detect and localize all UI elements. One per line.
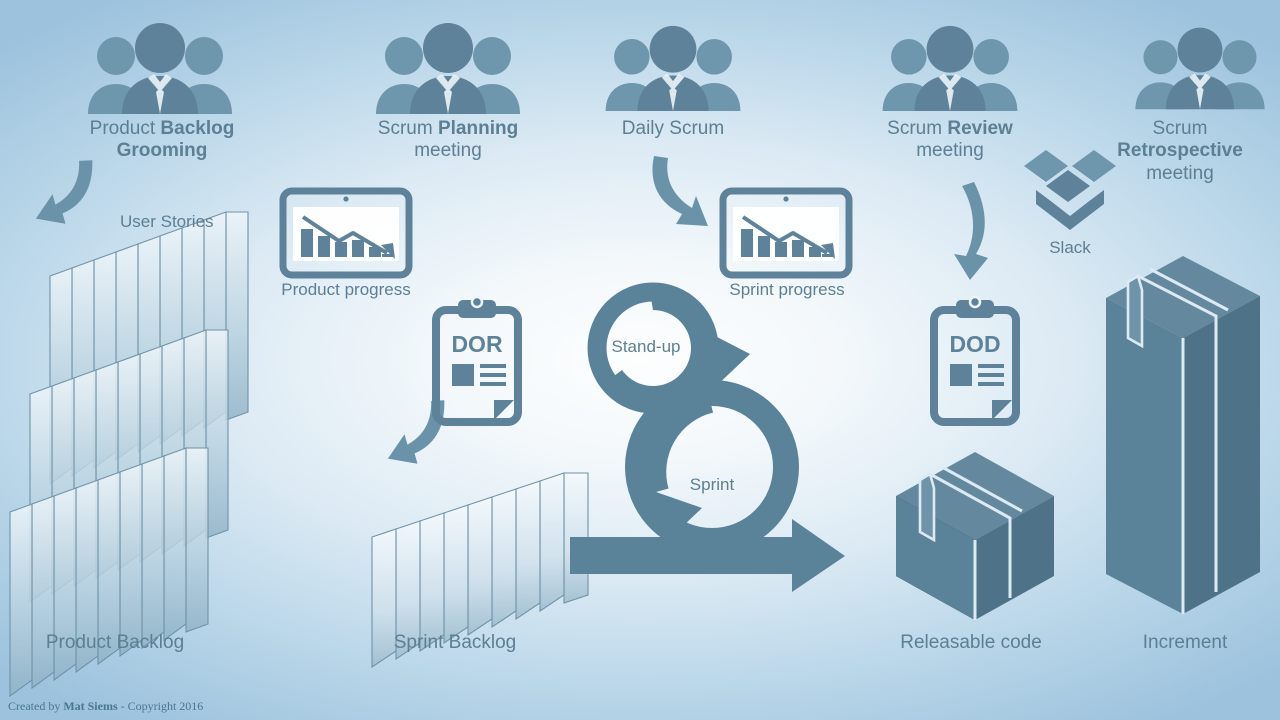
product-backlog-text: Product Backlog: [45, 632, 185, 653]
label-line1-plain: Daily Scrum: [621, 118, 725, 139]
people-group-icon-backlog-grooming: [82, 22, 238, 114]
label-scrum-review: Scrum Review meeting: [830, 118, 1070, 163]
label-line1-plain: Scrum: [887, 118, 948, 139]
releasable-code-text: Releasable code: [900, 632, 1042, 653]
footer-credit: Created by Mat Siems - Copyright 2016: [8, 699, 203, 714]
label-daily-scrum: Daily Scrum: [553, 118, 793, 140]
releasable-code-box-icon: [890, 448, 1060, 624]
label-backlog-grooming: Product Backlog Grooming: [0, 118, 324, 163]
curved-arrow-icon-daily-to-sprint-progress: [642, 150, 724, 246]
product-progress-chart-icon: [279, 187, 413, 279]
label-line1-plain: Scrum: [1152, 118, 1208, 139]
dod-clipboard-icon: DOD: [930, 295, 1020, 426]
people-group-icon-daily-scrum: [600, 22, 746, 114]
label-scrum-retrospective: Scrum Retrospective meeting: [1080, 118, 1280, 185]
label-increment: Increment: [1090, 632, 1280, 654]
increment-box-icon: [1100, 252, 1266, 620]
standup-text: Stand-up: [611, 337, 681, 356]
increment-text: Increment: [1142, 632, 1228, 653]
footer-suffix: - Copyright 2016: [117, 699, 204, 713]
sprint-progress-text: Sprint progress: [729, 280, 845, 299]
slack-text: Slack: [1049, 238, 1091, 257]
label-line2-plain: meeting: [414, 140, 482, 162]
people-group-icon-scrum-planning: [370, 22, 526, 114]
slack-box-icon: [1022, 146, 1118, 232]
dod-text: DOD: [949, 331, 1000, 357]
dor-text: DOR: [451, 331, 503, 357]
label-line2-bold: Grooming: [116, 140, 208, 162]
label-line1-plain: Product: [89, 118, 161, 139]
sprint-backlog-text: Sprint Backlog: [393, 632, 517, 653]
sprint-text: Sprint: [689, 475, 735, 494]
label-product-progress: Product progress: [256, 280, 436, 300]
people-group-icon-scrum-retrospective: [1130, 22, 1270, 114]
label-product-backlog: Product Backlog: [0, 632, 230, 654]
curved-arrow-icon-review-to-dod: [944, 176, 1026, 286]
label-sprint-backlog: Sprint Backlog: [330, 632, 580, 654]
footer-author: Mat Siems: [63, 699, 118, 713]
product-progress-text: Product progress: [281, 280, 411, 299]
label-line2-plain: meeting: [916, 140, 984, 162]
label-sprint: Sprint: [664, 475, 760, 495]
label-line1-bold: Planning: [437, 118, 519, 139]
curved-arrow-icon-grooming-to-backlog: [30, 152, 108, 248]
dor-clipboard-icon: DOR: [432, 295, 522, 426]
label-line1-bold: Backlog: [160, 118, 235, 139]
scrum-cycle-graphic: [560, 282, 860, 594]
label-sprint-progress: Sprint progress: [700, 280, 874, 300]
label-releasable-code: Releasable code: [858, 632, 1084, 654]
curved-arrow-icon-dor-to-sprint-backlog: [382, 392, 460, 488]
sprint-backlog-card-stack: [368, 472, 592, 669]
user-stories-text: User Stories: [120, 212, 214, 231]
label-line1-plain: Scrum: [377, 118, 438, 139]
sprint-progress-chart-icon: [719, 187, 853, 279]
label-slack: Slack: [1012, 238, 1128, 258]
people-group-icon-scrum-review: [877, 22, 1023, 114]
label-standup: Stand-up: [586, 337, 706, 357]
label-line1-bold: Review: [947, 118, 1013, 139]
label-line2-bold: Retrospective: [1117, 140, 1243, 162]
label-user-stories: User Stories: [120, 212, 290, 232]
footer-prefix: Created by: [8, 699, 64, 713]
label-line2-plain: meeting: [1146, 162, 1214, 184]
product-backlog-card-stack: [8, 211, 276, 698]
label-scrum-planning: Scrum Planning meeting: [288, 118, 608, 163]
